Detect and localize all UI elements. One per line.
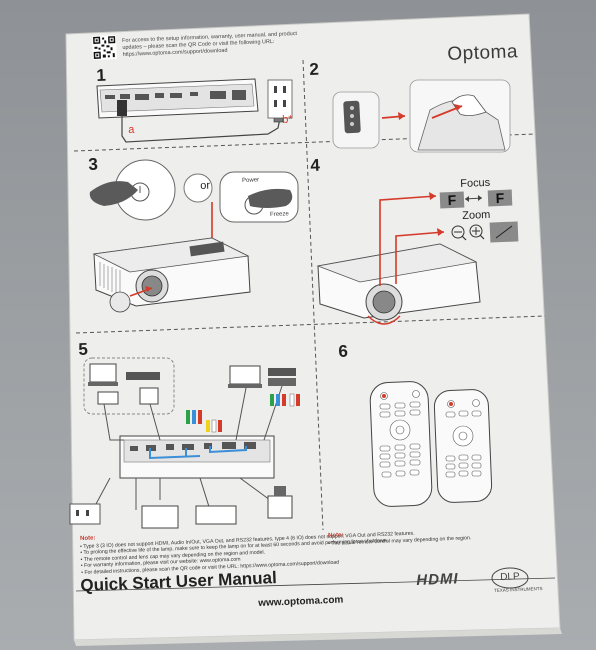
hdmi-logo: HDMI — [416, 570, 459, 589]
step2-illustration — [332, 79, 511, 153]
cable-a-label: a — [128, 123, 135, 136]
step-3-number: 3 — [88, 154, 99, 174]
remote-note-title: Note: — [328, 532, 344, 539]
brand-logo: Optoma — [447, 41, 519, 65]
step-1-number: 1 — [96, 65, 107, 85]
or-label: or — [200, 179, 211, 192]
remote-large — [369, 381, 433, 507]
cable-b-label: b* — [282, 113, 293, 126]
qr-code — [92, 35, 117, 60]
step1-illustration — [96, 78, 293, 143]
step5-illustration — [69, 357, 300, 529]
dlp-ring — [491, 567, 529, 589]
blue-cables — [149, 446, 247, 460]
rca-plugs — [186, 393, 300, 433]
focus-f-right: F — [487, 189, 513, 207]
focus-label: Focus — [460, 176, 491, 190]
footer-rule — [75, 577, 556, 592]
power-label: Power — [242, 177, 260, 184]
step4-illustration — [316, 192, 519, 325]
freeze-label: Freeze — [270, 211, 289, 218]
step-6-number: 6 — [338, 341, 349, 361]
zoom-label: Zoom — [462, 208, 491, 222]
focus-f-left: F — [439, 191, 465, 209]
step6-illustration — [369, 381, 493, 507]
notes-title: Note: — [80, 535, 96, 542]
step-4-number: 4 — [310, 155, 321, 175]
step-2-number: 2 — [309, 59, 320, 79]
step3-illustration — [89, 159, 299, 313]
panel-dividers — [73, 59, 546, 531]
dlp-logo: DLP — [500, 571, 520, 583]
step-5-number: 5 — [78, 339, 89, 359]
